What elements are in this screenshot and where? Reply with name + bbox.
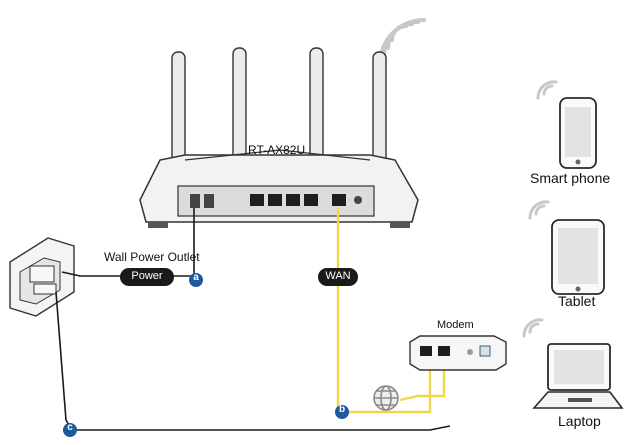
laptop-label: Laptop bbox=[558, 413, 601, 429]
wan-label: WAN bbox=[325, 270, 351, 282]
tablet-label: Tablet bbox=[558, 293, 596, 309]
router-wan-port bbox=[332, 194, 346, 206]
marker-a: a bbox=[193, 272, 199, 283]
smartphone bbox=[559, 97, 597, 169]
laptop bbox=[532, 343, 624, 409]
router bbox=[139, 47, 419, 228]
ethernet-cable bbox=[336, 208, 446, 414]
router-lan-ports bbox=[250, 194, 318, 206]
modem bbox=[409, 335, 507, 371]
marker-a-circle bbox=[189, 273, 203, 287]
tablet-wifi-icon bbox=[528, 200, 550, 220]
router-power-port bbox=[190, 194, 200, 208]
smartphone-wifi-icon bbox=[536, 80, 558, 100]
marker-c-circle bbox=[63, 423, 77, 437]
modem-label: Modem bbox=[437, 319, 474, 331]
smart-phone-label: Smart phone bbox=[530, 170, 611, 186]
laptop-wifi-icon bbox=[522, 318, 544, 338]
globe-icon bbox=[373, 385, 399, 411]
wall-power-outlet bbox=[9, 237, 75, 317]
power-tag bbox=[120, 268, 174, 286]
marker-b: b bbox=[338, 404, 346, 415]
tablet bbox=[551, 219, 605, 295]
router-model-label: RT-AX82U bbox=[248, 143, 306, 157]
power-label: Power bbox=[131, 270, 163, 282]
marker-c: c bbox=[67, 422, 73, 433]
marker-b-circle bbox=[335, 405, 349, 419]
wall-power-outlet-label: Wall Power Outlet bbox=[104, 250, 200, 264]
wan-tag bbox=[318, 268, 358, 286]
